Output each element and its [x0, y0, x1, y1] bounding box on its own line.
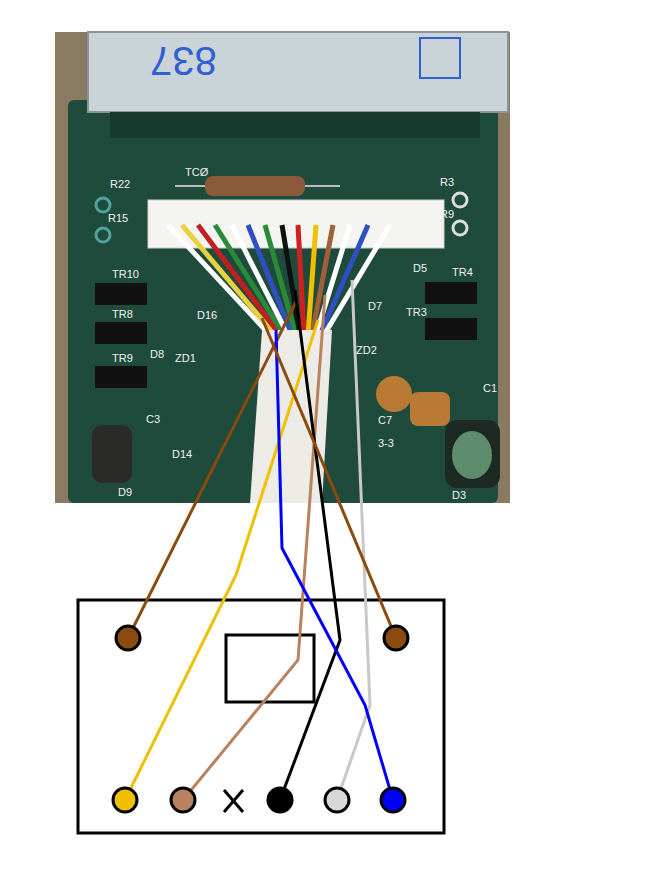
capacitor-top	[452, 431, 492, 479]
resistor-lead	[96, 228, 110, 242]
component-label: D7	[368, 300, 382, 312]
electrolytic-capacitor	[92, 425, 132, 483]
wire-traces	[125, 280, 396, 800]
ceramic-capacitor	[410, 392, 450, 426]
component-label: TCØ	[185, 166, 208, 178]
thermistor	[205, 176, 305, 196]
resistor-lead	[453, 221, 467, 235]
component-label: R22	[110, 178, 130, 190]
resistor-lead	[96, 198, 110, 212]
metal-can	[88, 32, 508, 112]
component-label: C3	[146, 413, 160, 425]
component-label: ZD1	[175, 352, 196, 364]
transistor	[95, 366, 147, 388]
can-logo	[420, 38, 460, 78]
component-label: TR9	[112, 352, 133, 364]
pin-dots	[113, 626, 408, 812]
component-label: TR3	[406, 306, 427, 318]
component-label: TR4	[452, 266, 473, 278]
plug-outline	[78, 600, 444, 833]
empty-pin-cross	[224, 790, 243, 812]
component-label: C7	[378, 414, 392, 426]
transistor	[95, 283, 147, 305]
component-label: D9	[118, 486, 132, 498]
component-label: D16	[197, 309, 217, 321]
board-edge	[110, 112, 480, 138]
electrolytic-capacitor	[445, 420, 500, 488]
connector-wires	[168, 225, 390, 335]
component-label: D8	[150, 348, 164, 360]
component-label: TR8	[112, 308, 133, 320]
circuit-board	[68, 100, 498, 503]
component-label: D14	[172, 448, 192, 460]
component-label: R3	[440, 176, 454, 188]
transistor	[425, 318, 477, 340]
component-label: TR10	[112, 268, 139, 280]
transistor	[425, 282, 477, 304]
component-label: R15	[108, 212, 128, 224]
component-label: C1	[483, 382, 497, 394]
ceramic-capacitor	[376, 376, 412, 412]
part-marking: 837	[150, 40, 217, 82]
component-label: ZD2	[356, 344, 377, 356]
transistor	[95, 322, 147, 344]
component-label: 3-3	[378, 437, 394, 449]
component-label: D3	[452, 489, 466, 501]
component-label: D5	[413, 262, 427, 274]
component-label: R9	[440, 208, 454, 220]
resistor-lead	[453, 193, 467, 207]
